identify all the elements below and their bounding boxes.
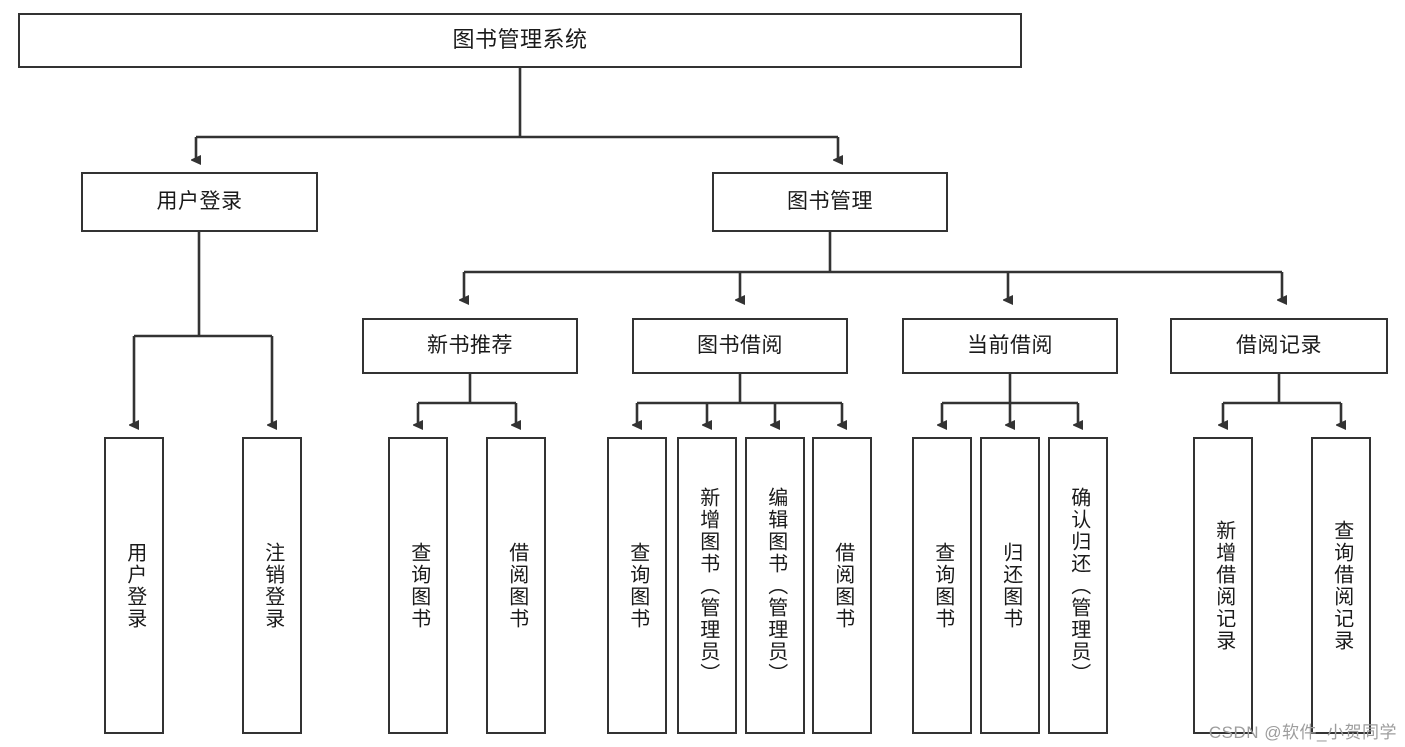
node-leaf-query-book-1-label: 查询图书	[407, 541, 430, 630]
node-current-borrow[interactable]: 当前借阅	[902, 318, 1118, 374]
node-leaf-return-book-label: 归还图书	[999, 541, 1022, 630]
node-leaf-user-login[interactable]: 用户登录	[104, 437, 164, 734]
node-leaf-add-book-label: 新增图书（管理员）	[696, 486, 719, 685]
node-leaf-edit-book[interactable]: 编辑图书（管理员）	[745, 437, 805, 734]
node-leaf-borrow-book-2[interactable]: 借阅图书	[812, 437, 872, 734]
node-borrow-record-label: 借阅记录	[1236, 334, 1322, 358]
node-leaf-borrow-book-1[interactable]: 借阅图书	[486, 437, 546, 734]
node-leaf-query-book-1[interactable]: 查询图书	[388, 437, 448, 734]
node-user-login-label: 用户登录	[156, 190, 243, 214]
node-leaf-query-book-3-label: 查询图书	[931, 541, 954, 630]
node-leaf-query-book-2[interactable]: 查询图书	[607, 437, 667, 734]
node-borrow-record[interactable]: 借阅记录	[1170, 318, 1388, 374]
node-root-label: 图书管理系统	[452, 27, 588, 53]
node-leaf-confirm-return-label: 确认归还（管理员）	[1067, 486, 1090, 685]
node-book-borrow[interactable]: 图书借阅	[632, 318, 848, 374]
node-book-manage[interactable]: 图书管理	[712, 172, 948, 232]
node-book-borrow-label: 图书借阅	[697, 334, 783, 358]
node-new-book-recommend-label: 新书推荐	[427, 334, 513, 358]
node-leaf-borrow-book-1-label: 借阅图书	[505, 541, 528, 630]
node-leaf-add-record[interactable]: 新增借阅记录	[1193, 437, 1253, 734]
node-new-book-recommend[interactable]: 新书推荐	[362, 318, 578, 374]
node-leaf-query-record[interactable]: 查询借阅记录	[1311, 437, 1371, 734]
node-leaf-edit-book-label: 编辑图书（管理员）	[764, 486, 787, 685]
node-leaf-borrow-book-2-label: 借阅图书	[831, 541, 854, 630]
node-leaf-confirm-return[interactable]: 确认归还（管理员）	[1048, 437, 1108, 734]
node-leaf-add-book[interactable]: 新增图书（管理员）	[677, 437, 737, 734]
node-leaf-logout-login[interactable]: 注销登录	[242, 437, 302, 734]
node-user-login[interactable]: 用户登录	[81, 172, 318, 232]
node-root[interactable]: 图书管理系统	[18, 13, 1022, 68]
watermark-text: CSDN @软件_小贺同学	[1208, 723, 1397, 742]
node-leaf-logout-login-label: 注销登录	[261, 541, 284, 630]
node-current-borrow-label: 当前借阅	[967, 334, 1053, 358]
node-book-manage-label: 图书管理	[787, 190, 873, 214]
node-leaf-query-record-label: 查询借阅记录	[1330, 519, 1353, 652]
node-leaf-query-book-2-label: 查询图书	[626, 541, 649, 630]
node-leaf-user-login-label: 用户登录	[123, 541, 146, 630]
node-leaf-return-book[interactable]: 归还图书	[980, 437, 1040, 734]
node-leaf-query-book-3[interactable]: 查询图书	[912, 437, 972, 734]
node-leaf-add-record-label: 新增借阅记录	[1212, 519, 1235, 652]
